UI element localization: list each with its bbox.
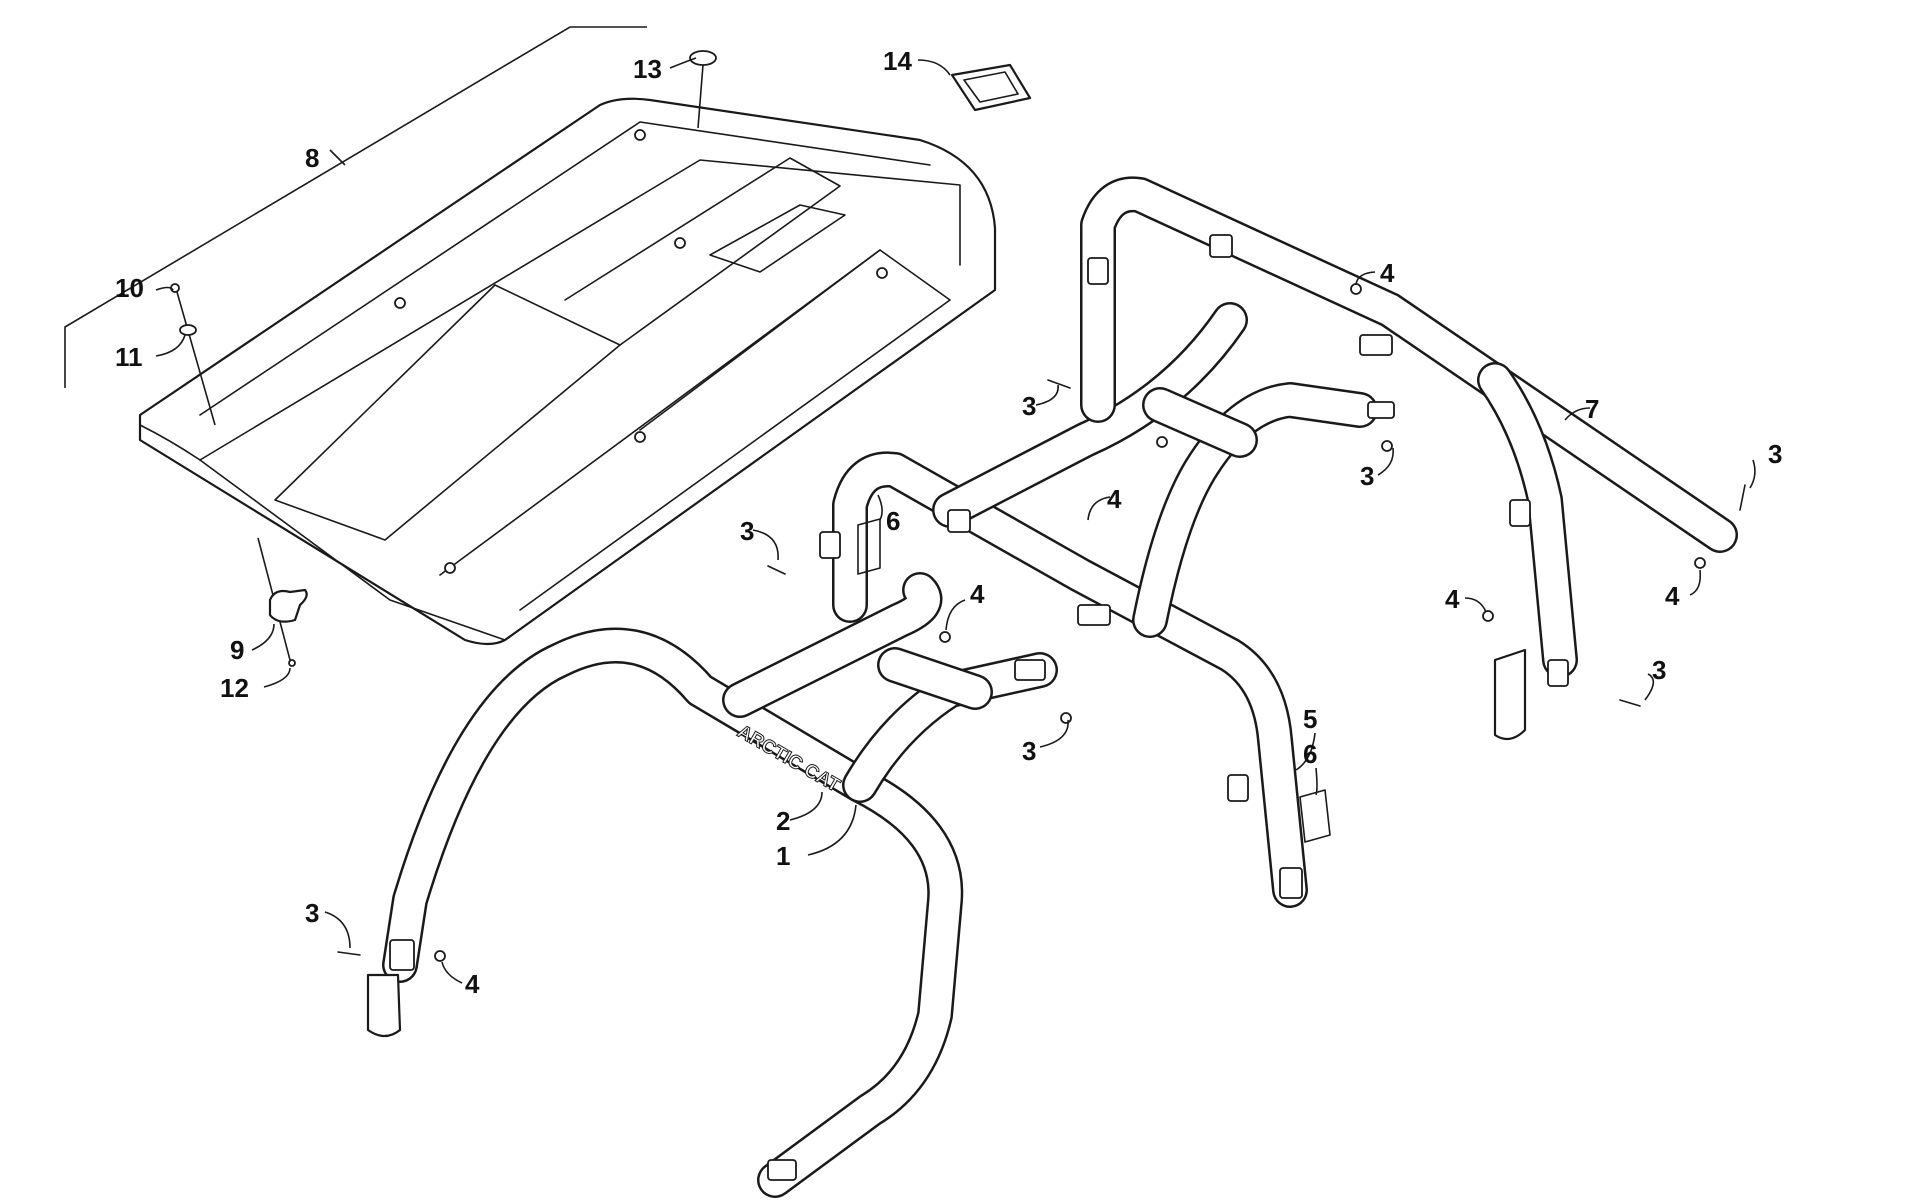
callout-13: 13 bbox=[633, 54, 662, 84]
rear-roll-bar-part-7 bbox=[1080, 176, 1738, 678]
callout-4: 4 bbox=[1107, 484, 1122, 514]
callout-8: 8 bbox=[305, 143, 319, 173]
bumper-parts-9-12 bbox=[257, 537, 308, 667]
callout-1: 1 bbox=[776, 841, 790, 871]
roof-assembly-bracket bbox=[64, 26, 647, 388]
callout-12: 12 bbox=[220, 673, 249, 703]
lower-mount-stubs bbox=[366, 648, 1527, 1038]
callout-3: 3 bbox=[305, 898, 319, 928]
callout-3: 3 bbox=[1022, 391, 1036, 421]
callout-6: 6 bbox=[886, 506, 900, 536]
callout-9: 9 bbox=[230, 635, 244, 665]
bolts-part-3 bbox=[337, 379, 1746, 956]
roof-panel bbox=[138, 97, 997, 646]
nuts-part-4 bbox=[434, 283, 1706, 962]
roof-plug-part-13 bbox=[689, 50, 717, 129]
callout-10: 10 bbox=[115, 273, 144, 303]
mounting-brackets bbox=[389, 234, 1569, 1181]
callout-5: 5 bbox=[1303, 704, 1317, 734]
front-cross-braces bbox=[722, 572, 1058, 803]
callout-3: 3 bbox=[1652, 655, 1666, 685]
callout-3: 3 bbox=[740, 516, 754, 546]
callout-3: 3 bbox=[1022, 736, 1036, 766]
vent-cap-part-14 bbox=[950, 63, 1032, 112]
callout-4: 4 bbox=[1665, 581, 1680, 611]
callout-4: 4 bbox=[1445, 584, 1460, 614]
callout-11: 11 bbox=[115, 342, 143, 372]
screw-washer-parts-10-11 bbox=[170, 283, 216, 426]
callout-4: 4 bbox=[1380, 258, 1395, 288]
callout-3: 3 bbox=[1360, 461, 1374, 491]
mid-roll-bar-part-5 bbox=[832, 302, 1378, 908]
front-roll-bar-part-1 bbox=[382, 627, 964, 1198]
callout-14: 14 bbox=[883, 46, 912, 76]
callout-7: 7 bbox=[1585, 394, 1599, 424]
callout-6: 6 bbox=[1303, 739, 1317, 769]
callout-labels: 1 2 3 3 3 3 3 3 3 4 4 4 4 4 4 5 6 6 7 8 … bbox=[115, 46, 1782, 999]
callout-4: 4 bbox=[970, 579, 985, 609]
callout-3: 3 bbox=[1768, 439, 1782, 469]
callout-4: 4 bbox=[465, 969, 480, 999]
leader-lines bbox=[155, 57, 1756, 984]
callout-2: 2 bbox=[776, 806, 790, 836]
